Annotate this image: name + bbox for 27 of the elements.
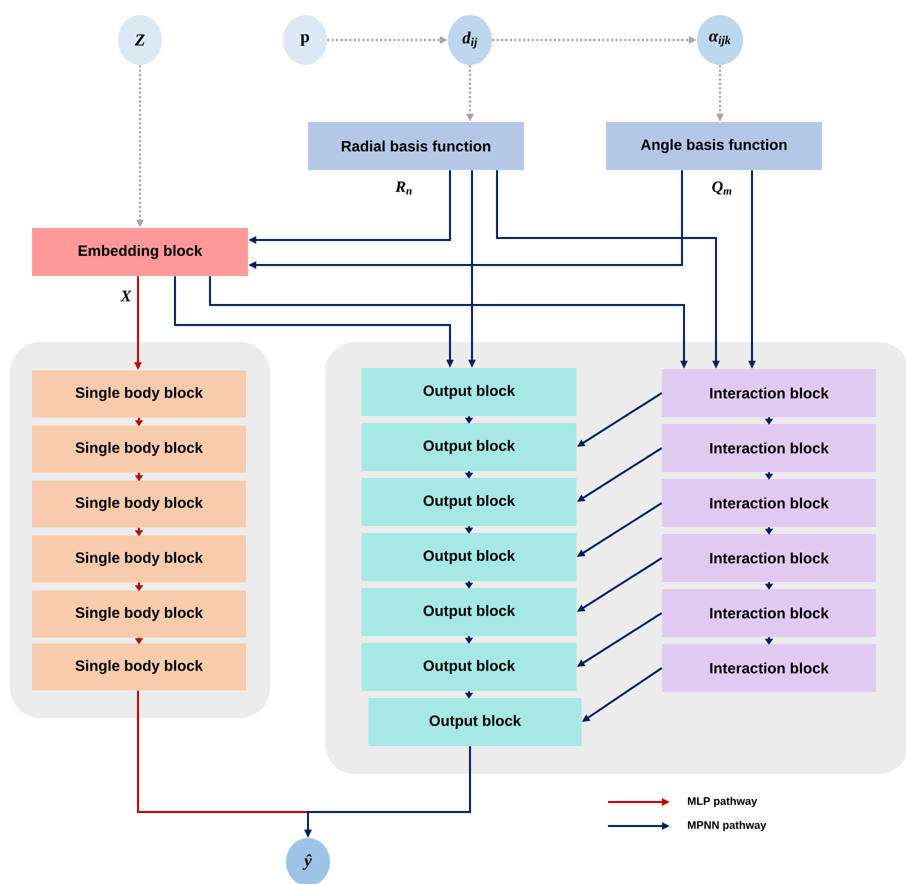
output-box: Output block — [362, 478, 576, 526]
output-box: Output block — [368, 698, 582, 746]
interaction-box: Interaction block — [662, 644, 876, 692]
interaction-box: Interaction block — [662, 534, 876, 582]
basis-function-box: Angle basis function — [606, 122, 822, 170]
interaction-box: Interaction block — [662, 424, 876, 472]
legend-text: MPNN pathway — [688, 820, 766, 832]
interaction-box: Interaction block — [662, 589, 876, 637]
single-body-box: Single body block — [32, 370, 246, 418]
output-box: Output block — [362, 423, 576, 471]
output-box: Output block — [362, 588, 576, 636]
basis-function-box: Radial basis function — [308, 122, 524, 170]
math-label: X — [120, 290, 132, 302]
single-body-box: Single body block — [32, 536, 246, 582]
single-body-box: Single body block — [32, 644, 246, 690]
output-box: Output block — [362, 643, 576, 691]
interaction-box: Interaction block — [662, 479, 876, 527]
output-box: Output block — [362, 368, 576, 416]
single-body-box: Single body block — [32, 590, 246, 638]
single-body-box: Single body block — [32, 480, 246, 528]
interaction-box: Interaction block — [662, 369, 876, 417]
math-label: Q$_{m}$ — [712, 181, 732, 195]
single-body-box: Single body block — [32, 426, 246, 472]
output-box: Output block — [362, 533, 576, 581]
math-label: R$_{n}$ — [395, 182, 412, 194]
embedding-box: Embedding block — [32, 228, 248, 276]
legend-text: MLP pathway — [688, 796, 758, 808]
